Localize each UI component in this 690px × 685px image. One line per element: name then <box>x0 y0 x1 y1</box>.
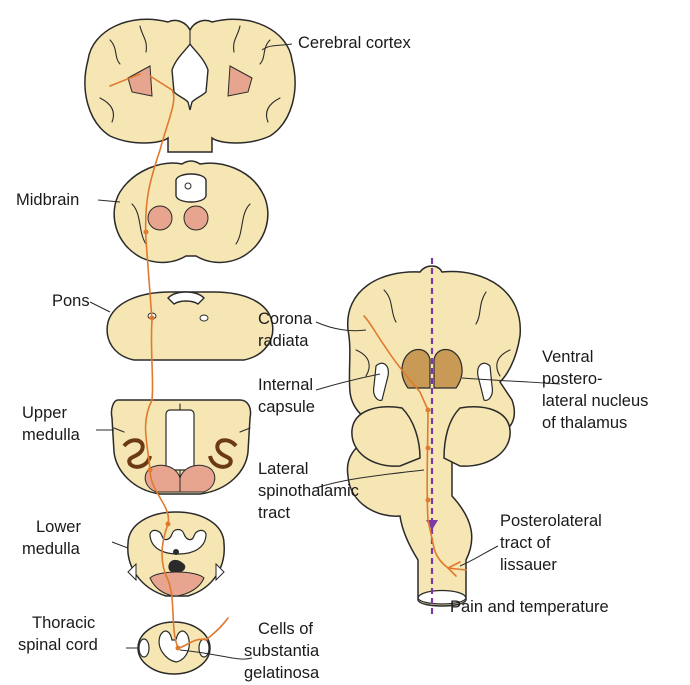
pathway-dot <box>150 316 155 321</box>
cerebrum-section <box>85 19 295 152</box>
label-vpl-line: of thalamus <box>542 414 627 432</box>
label-internal-capsule: Internal capsule <box>258 376 318 416</box>
thoracic-root-left <box>139 639 149 657</box>
lower-medulla-section <box>128 512 224 596</box>
label-vpl-nucleus: Ventral postero- lateral nucleus of thal… <box>542 348 653 432</box>
pons-section <box>107 292 273 360</box>
thoracic-root-right <box>199 639 209 657</box>
medial-lemniscus <box>166 410 194 470</box>
label-thoracic-line: Thoracic <box>32 614 95 632</box>
label-substantia-line: substantia <box>244 642 320 660</box>
label-corona-line: Corona <box>258 310 313 328</box>
label-posterolateral-tract: Posterolateral tract of lissauer <box>500 512 606 574</box>
dorsal-root-fiber <box>206 618 228 640</box>
label-pons: Pons <box>52 292 90 310</box>
pathway-dot <box>176 646 181 651</box>
label-cerebral-cortex: Cerebral cortex <box>298 34 412 52</box>
label-lateral-line: spinothalamic <box>258 482 359 500</box>
label-vpl-line: Ventral <box>542 348 593 366</box>
pons-tract-right <box>200 315 208 321</box>
label-internal-capsule-line: capsule <box>258 398 315 416</box>
label-lissauer-line: tract of <box>500 534 551 552</box>
label-vpl-line: postero- <box>542 370 603 388</box>
label-corona-line: radiata <box>258 332 309 350</box>
label-upper-medulla-line: medulla <box>22 426 81 444</box>
label-upper-medulla: Upper medulla <box>22 404 81 444</box>
leader-lower-medulla <box>112 542 128 548</box>
label-pain-and-temperature: Pain and temperature <box>450 598 609 616</box>
left-thalamus <box>402 350 430 389</box>
pathway-dot <box>148 468 153 473</box>
label-lower-medulla-line: Lower <box>36 518 81 536</box>
label-substantia-line: gelatinosa <box>244 664 320 682</box>
whole-brain-figure <box>347 266 520 606</box>
aqueduct <box>176 174 206 202</box>
label-midbrain: Midbrain <box>16 191 79 209</box>
label-substantia-gelatinosa: Cells of substantia gelatinosa <box>244 620 324 682</box>
label-upper-medulla-line: Upper <box>22 404 67 422</box>
left-red-nucleus <box>148 206 172 230</box>
right-pathway-dot <box>426 408 431 413</box>
label-lissauer-line: Posterolateral <box>500 512 602 530</box>
label-lower-medulla: Lower medulla <box>22 518 86 558</box>
label-lissauer-line: lissauer <box>500 556 557 574</box>
label-lower-medulla-line: medulla <box>22 540 81 558</box>
label-substantia-line: Cells of <box>258 620 313 638</box>
right-pathway-dot <box>426 446 431 451</box>
midbrain-tract-dot <box>185 183 191 189</box>
midbrain-section <box>114 161 268 262</box>
right-thalamus <box>434 350 462 389</box>
label-thoracic-spinal-cord: Thoracic spinal cord <box>18 614 100 654</box>
right-pathway-dot <box>426 498 431 503</box>
right-pyramid <box>180 465 215 492</box>
label-internal-capsule-line: Internal <box>258 376 313 394</box>
right-red-nucleus <box>184 206 208 230</box>
label-thoracic-line: spinal cord <box>18 636 98 654</box>
pathway-dot <box>166 522 171 527</box>
label-lateral-line: Lateral <box>258 460 308 478</box>
pathway-dot <box>144 230 149 235</box>
label-lateral-line: tract <box>258 504 291 522</box>
cerebellum-outline-right <box>444 407 510 466</box>
central-canal <box>173 549 179 555</box>
pons-outline <box>107 292 273 360</box>
leader-pons <box>90 302 110 312</box>
label-vpl-line: lateral nucleus <box>542 392 648 410</box>
upper-medulla-section <box>111 400 250 494</box>
